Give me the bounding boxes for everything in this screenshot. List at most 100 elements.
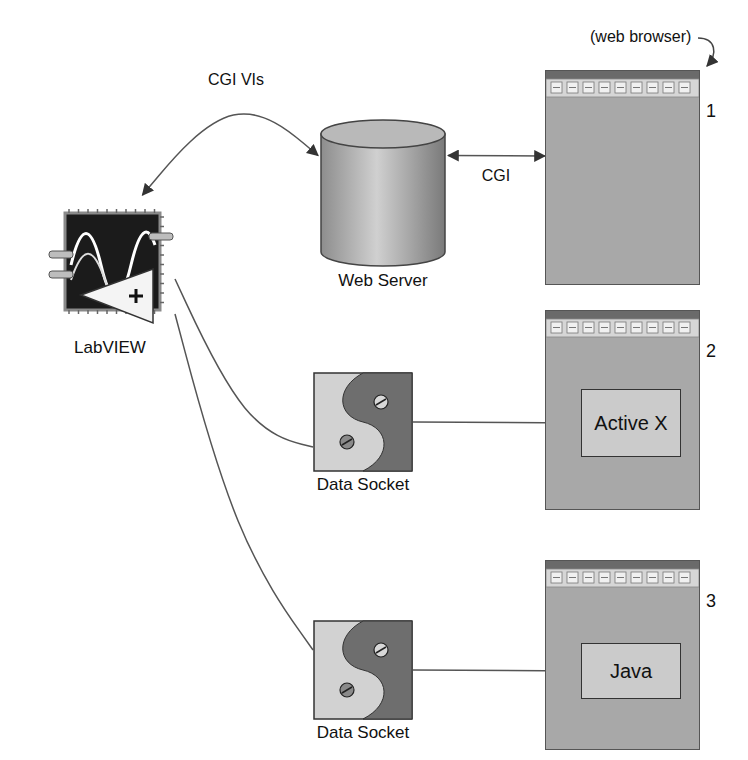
tool-icon-mark [553, 327, 560, 328]
frame-tick [160, 226, 164, 228]
cylinder-body [321, 134, 445, 266]
browser-toolbar [546, 561, 699, 589]
tool-icon-mark [601, 577, 608, 578]
tool-icon-mark [681, 87, 688, 88]
tool-icon-mark [649, 87, 656, 88]
tool-icon-mark [617, 327, 624, 328]
data-socket-picture [313, 620, 413, 720]
frame-tick [97, 209, 99, 213]
screw-slot [342, 439, 352, 445]
tool-icon-mark [569, 577, 576, 578]
tool-icon-mark [633, 87, 640, 88]
frame-tick [68, 310, 70, 314]
tool-icon [647, 322, 658, 333]
browser-toolbar [546, 71, 699, 99]
tool-strip [546, 319, 699, 337]
tool-icon-mark [617, 87, 624, 88]
frame-tick [160, 302, 164, 304]
socket-screw [374, 643, 388, 657]
socket-square [314, 373, 412, 471]
frame-tick [87, 209, 89, 213]
frame-tick [160, 245, 164, 247]
tool-icon [599, 572, 610, 583]
socket-dark-half [343, 373, 412, 471]
tool-icon-mark [585, 87, 592, 88]
socket-square [314, 621, 412, 719]
frame-tick [78, 209, 80, 213]
tool-icon [583, 322, 594, 333]
web-server-picture [318, 118, 448, 268]
tool-icon [583, 82, 594, 93]
web-server-node: Web Server [315, 118, 451, 291]
labview-icon-node: LabVIEW [42, 195, 178, 358]
tool-icon [679, 322, 690, 333]
frame-tick [116, 310, 118, 314]
socket-screw [340, 683, 354, 697]
title-bar [546, 561, 699, 569]
frame-tick [97, 310, 99, 314]
tool-icon [567, 322, 578, 333]
tool-icon [679, 82, 690, 93]
frame-tick [106, 209, 108, 213]
node-caption: LabVIEW [42, 338, 178, 358]
leader-line [698, 38, 714, 66]
frame-tick [68, 209, 70, 213]
connector [175, 279, 313, 447]
frame-tick [135, 209, 137, 213]
data-socket-picture [313, 372, 413, 472]
tool-icon [647, 82, 658, 93]
tool-icon-mark [601, 87, 608, 88]
labview-icon-picture [45, 195, 175, 335]
frame-tick [160, 216, 164, 218]
title-bar [546, 311, 699, 319]
tool-icon [551, 82, 562, 93]
tool-icon [567, 572, 578, 583]
connector [175, 314, 313, 650]
frame-tick [160, 283, 164, 285]
screw-slot [376, 399, 386, 405]
frame-tick [87, 310, 89, 314]
screw-slot [376, 647, 386, 653]
callout-number: 1 [706, 101, 716, 122]
data-socket-node: Data Socket [310, 372, 416, 495]
frame-tick [160, 273, 164, 275]
connector [143, 114, 319, 195]
screw-slot [342, 687, 352, 693]
browser-toolbar [546, 311, 699, 339]
tool-icon-mark [553, 87, 560, 88]
wire-stub [49, 251, 73, 258]
applet-label: Active X [594, 412, 667, 435]
tool-icon-mark [633, 577, 640, 578]
tool-icon [615, 322, 626, 333]
applet-box: Java [581, 643, 681, 699]
tool-icon-mark [601, 327, 608, 328]
frame-tick [154, 209, 156, 213]
tool-icon-mark [633, 327, 640, 328]
connector-label: CGI [479, 167, 513, 185]
tool-strip [546, 79, 699, 97]
caption-label: (web browser) [590, 28, 691, 46]
tool-icon [647, 572, 658, 583]
amplifier-triangle [81, 269, 153, 323]
tool-icon-mark [569, 327, 576, 328]
node-caption: Data Socket [310, 723, 416, 743]
frame-tick [116, 209, 118, 213]
tool-icon-mark [553, 577, 560, 578]
tool-icon [551, 322, 562, 333]
tool-icon-mark [649, 327, 656, 328]
tool-icon [615, 572, 626, 583]
connector [448, 155, 545, 157]
tool-icon [599, 322, 610, 333]
tool-icon [663, 322, 674, 333]
socket-screw [340, 435, 354, 449]
tool-icon [615, 82, 626, 93]
callout-number: 2 [706, 341, 716, 362]
connector-label: CGI VIs [205, 71, 267, 89]
tool-icon [567, 82, 578, 93]
plus-symbol [129, 289, 143, 303]
applet-label: Java [610, 660, 652, 683]
wire-stub [49, 271, 73, 278]
tool-icon-mark [665, 327, 672, 328]
tool-icon [631, 572, 642, 583]
browser-window: 3Java [545, 560, 700, 750]
